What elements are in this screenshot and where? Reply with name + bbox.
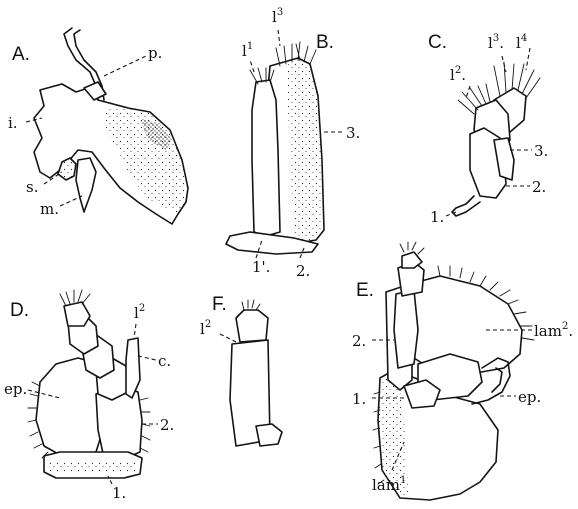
panel-a-label-s: s. (26, 178, 38, 196)
panel-b-lead-l3 (278, 30, 280, 46)
panel-a-label-i: i. (8, 114, 18, 132)
panel-a-label-m: m. (40, 200, 59, 218)
panel-d-lead-l2 (134, 324, 136, 338)
panel-d-appendage-c (126, 338, 140, 398)
panel-f-segment-distal (236, 310, 268, 342)
panel-b-label-1prime: 1'. (252, 258, 270, 276)
panel-f-segment-base (256, 424, 282, 446)
panel-b: B. l3 l1 3. 1'. 2. (226, 7, 360, 280)
panel-e-letter: E. (356, 280, 374, 301)
panel-a-letter: A. (12, 44, 30, 65)
panel-e: E. lam2. 2. 1. ep. lam1 (352, 242, 573, 500)
panel-b-letter: B. (316, 32, 334, 53)
panel-d-label-l2: l2 (134, 303, 145, 322)
panel-f: F. l2 (200, 294, 282, 446)
panel-c-label-3: 3. (534, 142, 548, 160)
panel-d: D. l2 c. ep. 2. 1. (4, 290, 174, 502)
panel-d-letter: D. (10, 300, 29, 321)
panel-d-palp-seg-4 (64, 302, 90, 326)
panel-c-label-l3: l3. (488, 33, 504, 52)
panel-d-label-ep: ep. (4, 380, 27, 398)
panel-a-label-p: p. (148, 44, 162, 62)
panel-a-process-m (76, 158, 96, 212)
panel-c-lead-l3 (502, 56, 506, 72)
panel-c-label-2: 2. (532, 178, 546, 196)
panel-a-lead-m (60, 196, 82, 206)
panel-c-label-l2: l2. (450, 65, 466, 84)
panel-f-spines (242, 300, 260, 310)
panel-c-lead-l4 (526, 48, 530, 70)
panel-f-lead-l2 (220, 334, 236, 342)
panel-f-letter: F. (212, 294, 227, 315)
panel-b-label-3: 3. (346, 124, 360, 142)
panel-c-segment-1 (452, 196, 480, 216)
panel-f-label-l2: l2 (200, 319, 211, 338)
panel-b-inner-lobe (252, 80, 280, 236)
panel-e-label-2: 2. (352, 332, 366, 350)
panel-b-label-l3: l3 (272, 7, 283, 26)
panel-a-lead-p (104, 56, 146, 76)
panel-d-label-1: 1. (112, 484, 126, 502)
panel-d-label-2: 2. (160, 416, 174, 434)
panel-e-label-lam2: lam2. (534, 321, 573, 340)
panel-d-label-c: c. (158, 352, 171, 370)
panel-c-label-1: 1. (430, 208, 444, 226)
panel-c-lead-l2 (466, 86, 470, 98)
panel-d-lead-c (138, 356, 156, 360)
panel-b-label-2: 2. (296, 262, 310, 280)
panel-e-label-1: 1. (352, 390, 366, 408)
panel-a: A. p. i. s. m. (8, 28, 188, 224)
panel-c: C. l3. l4 l2. 3. 2. 1. (428, 32, 548, 226)
panel-c-letter: C. (428, 32, 447, 53)
panel-b-label-l1: l1 (242, 41, 253, 60)
panel-e-label-ep: ep. (518, 388, 541, 406)
panel-e-segment-2 (394, 290, 418, 368)
panel-c-label-l4: l4 (516, 33, 527, 52)
